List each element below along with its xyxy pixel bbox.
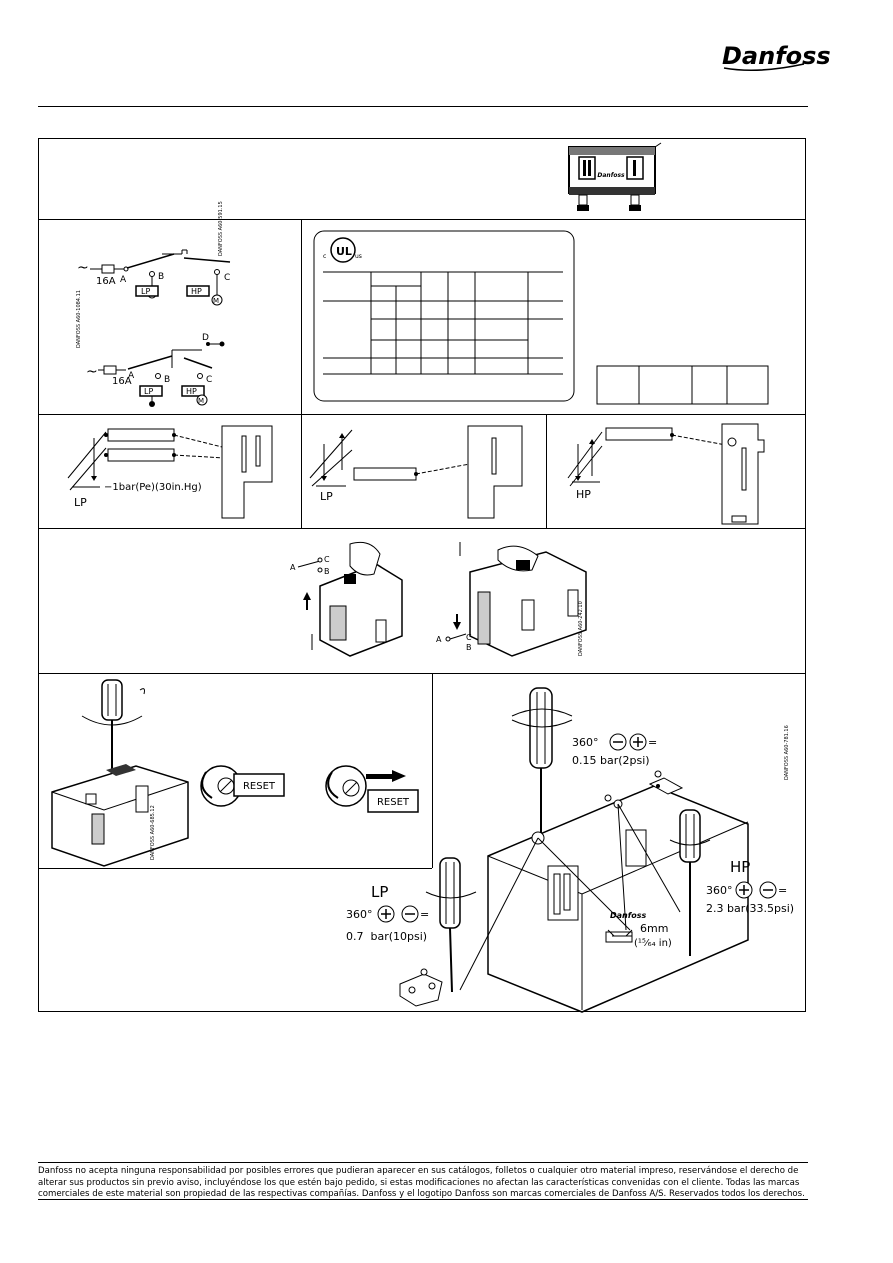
svg-text:=: = (778, 884, 787, 897)
reset-term-a-2: A (436, 635, 442, 644)
footer-rule-top (38, 1162, 808, 1163)
diagram-code-top: DANFOSS A60-591.15 (218, 201, 224, 256)
danfoss-logo: Danfoss (722, 42, 831, 72)
terminal-b: B (158, 272, 164, 282)
reset-button-label-2: RESET (377, 797, 410, 808)
hp-adjust-title: HP (730, 858, 750, 876)
hp-contact-bottom: HP (186, 387, 197, 396)
svg-text:us: us (355, 253, 362, 260)
terminal-d: D (202, 333, 209, 343)
lp-range-diagram: −1bar(Pe)(30in.Hg) LP (67, 425, 273, 519)
diff-rule: 360° (572, 736, 599, 749)
svg-text:~: ~ (86, 364, 98, 380)
lp-contact-bottom: LP (144, 387, 153, 396)
lp-adjust-illustration (399, 857, 477, 1007)
svg-text:Danfoss: Danfoss (722, 42, 831, 70)
lp-rule: 360° (346, 908, 373, 921)
diff-value: 0.15 bar(2psi) (572, 754, 650, 767)
motor-symbol: M (213, 297, 219, 305)
reset-term-c-2: C (466, 633, 472, 642)
lp-setting-diagram: LP (309, 425, 523, 519)
motor-symbol-bottom: M (198, 397, 204, 405)
lp-value: 0.7 bar(10psi) (346, 930, 428, 943)
svg-text:Danfoss: Danfoss (597, 172, 625, 179)
terminal-c-bottom: C (206, 375, 212, 385)
terminal-c: C (224, 273, 230, 283)
dim-in: (¹⁵⁄₆₄ in) (634, 938, 672, 949)
adjust-code-left: DANFOSS A60-685.12 (150, 805, 156, 860)
hp-contact: HP (191, 287, 202, 296)
svg-text:=: = (648, 736, 657, 749)
reset-button-label-1: RESET (243, 781, 276, 792)
svg-text:Danfoss: Danfoss (610, 911, 646, 920)
ul-listed-mark: UL c us (323, 237, 362, 263)
reset-adjust-illustration: DANFOSS A60-685.12 RESET RESET (51, 679, 419, 867)
fuse-label-bottom: 16A (112, 376, 132, 387)
hp-label-1: HP (576, 488, 591, 501)
reset-code: DANFOSS A60-242.10 (578, 601, 584, 656)
terminal-a: A (120, 275, 127, 285)
svg-text:UL: UL (336, 245, 352, 258)
lp-contact: LP (141, 287, 150, 296)
small-table (596, 365, 769, 405)
lp-adjust-title: LP (371, 883, 389, 901)
manual-reset-illustration: A C B A C B DANFOSS A60-242.10 (290, 541, 587, 657)
adjust-code-right: DANFOSS A60-781.16 (784, 725, 790, 780)
wiring-diagram-bottom: DANFOSS A60-1084.11 D ~ 16A A B LP C HP … (76, 290, 225, 407)
hp-setting-diagram: HP (567, 423, 765, 525)
reset-term-b-2: B (466, 643, 472, 652)
svg-text:~: ~ (77, 260, 89, 276)
terminal-a-bottom: A (128, 371, 135, 381)
reset-term-c: C (324, 555, 330, 564)
fuse-label: 16A (96, 276, 116, 287)
terminal-b-bottom: B (164, 375, 170, 385)
lp-adjust-rule: 360° = (346, 905, 429, 923)
footer-rule-bottom (38, 1199, 808, 1200)
vacuum-note: −1bar(Pe)(30in.Hg) (104, 482, 202, 493)
product-image: Danfoss (568, 142, 662, 211)
ul-rating-table: UL c us (313, 230, 575, 402)
footer-disclaimer: Danfoss no acepta ninguna responsabilida… (38, 1166, 805, 1199)
hp-rule: 360° (706, 884, 733, 897)
reset-term-b: B (324, 567, 330, 576)
instruction-frame (38, 138, 806, 1012)
reset-term-a: A (290, 563, 296, 572)
svg-text:=: = (420, 908, 429, 921)
dim-mm: 6mm (640, 922, 668, 935)
hp-value: 2.3 bar(33.5psi) (706, 902, 794, 915)
header-rule (38, 106, 808, 107)
lp-label-1: LP (74, 496, 87, 509)
svg-text:c: c (323, 253, 326, 260)
wiring-diagram-top: ~ 16A A B LP C HP M DANFOSS A60-591.15 (77, 201, 230, 306)
range-adjust-illustration: 360° = 0.15 bar(2psi) Danfoss 6mm (¹⁵⁄₆₄… (459, 687, 794, 1013)
lp-label-2: LP (320, 490, 333, 503)
diagram-code-bottom: DANFOSS A60-1084.11 (76, 290, 82, 348)
